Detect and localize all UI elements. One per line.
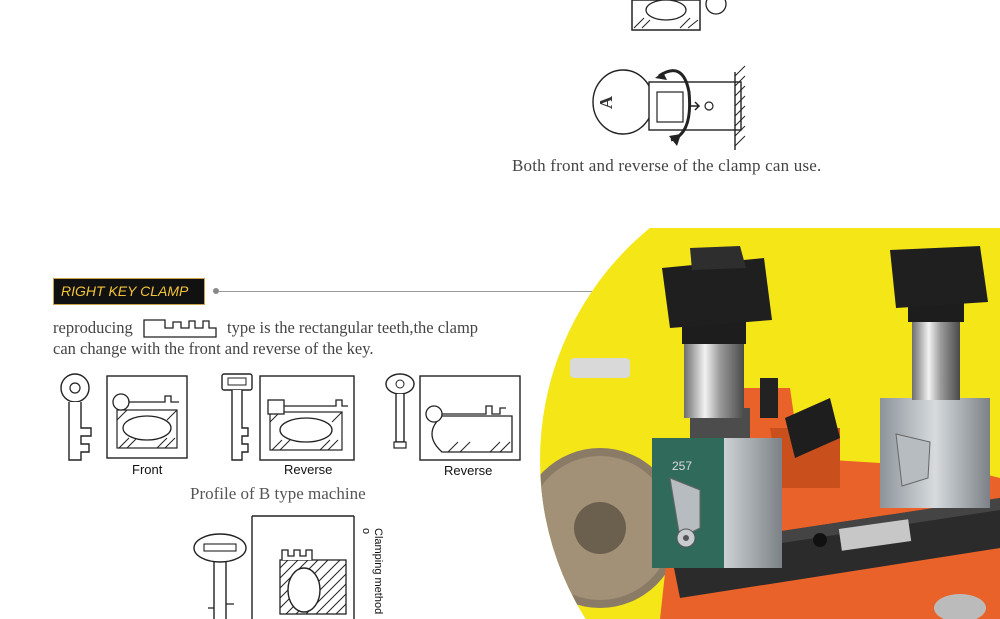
figure-front-diagram: [60, 373, 188, 461]
profile-caption: Profile of B type machine: [190, 484, 366, 503]
clamp-description: reproducing type is the rectangular teet…: [53, 317, 573, 359]
clamp-plate-number: 257: [672, 459, 692, 473]
figure-label-front: Front: [132, 462, 163, 477]
clamping-method-diagram: [193, 515, 355, 619]
description-before: reproducing: [53, 318, 133, 337]
figure-reverse-diagram-1: [221, 373, 355, 461]
key-machine-photo: 257: [540, 228, 1000, 619]
description-after: type is the rectangular teeth,the clamp: [226, 318, 479, 337]
section-badge-label: RIGHT KEY CLAMP: [61, 283, 189, 299]
diagram-letter: A: [596, 96, 616, 109]
description-line2: can change with the front and reverse of…: [53, 339, 374, 358]
section-badge: RIGHT KEY CLAMP: [53, 278, 205, 305]
rectangular-teeth-key-icon: [143, 319, 217, 338]
figure-label-reverse-2: Reverse: [444, 463, 493, 478]
rotating-clamp-diagram: [592, 65, 746, 150]
clamp-usage-caption: Both front and reverse of the clamp can …: [512, 156, 822, 175]
clamping-method-label: Clamping method o: [360, 528, 384, 615]
badge-connector-dot: [213, 288, 219, 294]
figure-reverse-diagram-2: [385, 373, 521, 461]
clamp-top-diagram: [631, 0, 727, 31]
figure-label-reverse-1: Reverse: [284, 462, 333, 477]
badge-connector-line: [219, 291, 656, 292]
